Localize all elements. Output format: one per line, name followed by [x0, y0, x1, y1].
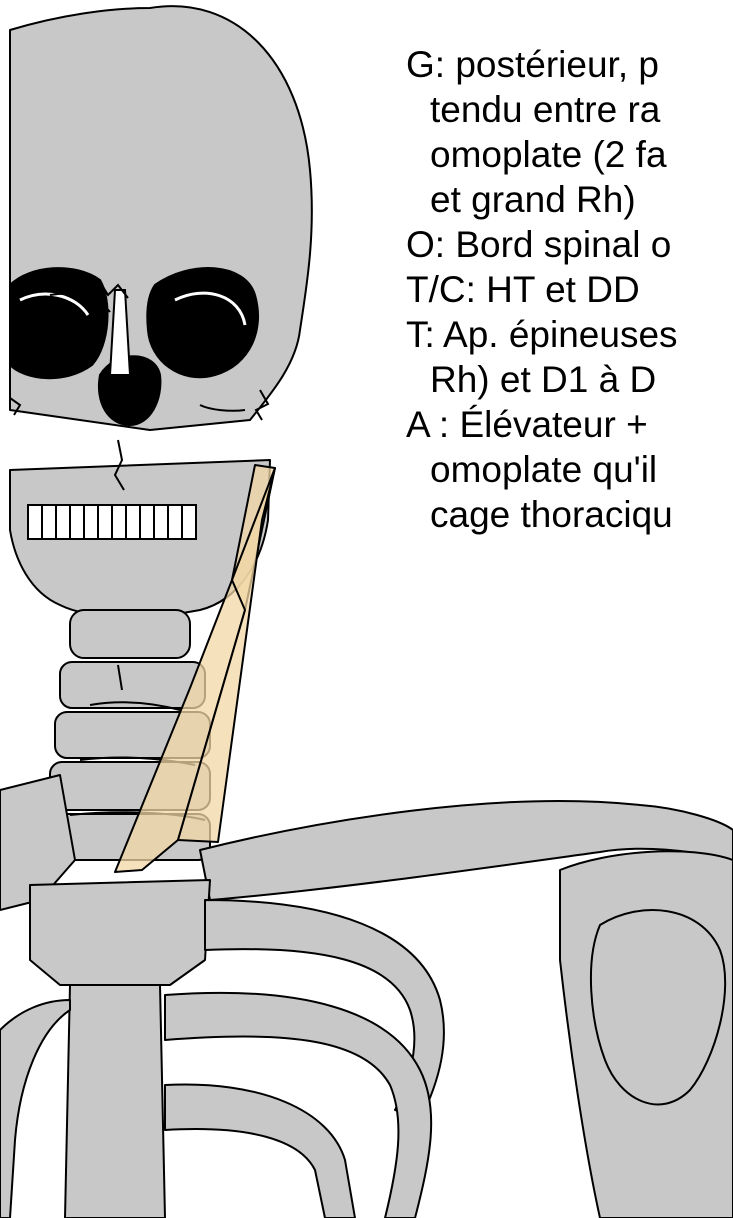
caption-line-g-4: et grand Rh) — [406, 177, 733, 222]
caption-line-a-3: cage thoraciqu — [406, 492, 733, 537]
rib — [165, 1084, 355, 1218]
caption-line-t-2: Rh) et D1 à D — [406, 357, 733, 402]
caption-line-g-2: tendu entre ra — [406, 87, 733, 132]
caption-line-a-2: omoplate qu'il — [406, 447, 733, 492]
caption-line-tc: T/C: HT et DD — [406, 267, 733, 312]
caption-line-g: G: postérieur, p — [406, 42, 733, 87]
caption-line-t: T: Ap. épineuses — [406, 312, 733, 357]
cervical-vertebra — [60, 662, 205, 708]
caption-line-g-3: omoplate (2 fa — [406, 132, 733, 177]
manubrium — [30, 880, 210, 985]
eye-socket — [10, 268, 108, 378]
eye-socket — [147, 268, 258, 377]
caption-line-o: O: Bord spinal o — [406, 222, 733, 267]
sternum — [65, 985, 165, 1218]
muscle-description: G: postérieur, p tendu entre ra omoplate… — [406, 42, 733, 537]
rib — [0, 1000, 70, 1218]
cervical-vertebra — [70, 610, 190, 658]
caption-line-a: A : Élévateur + — [406, 402, 733, 447]
teeth — [28, 505, 196, 539]
